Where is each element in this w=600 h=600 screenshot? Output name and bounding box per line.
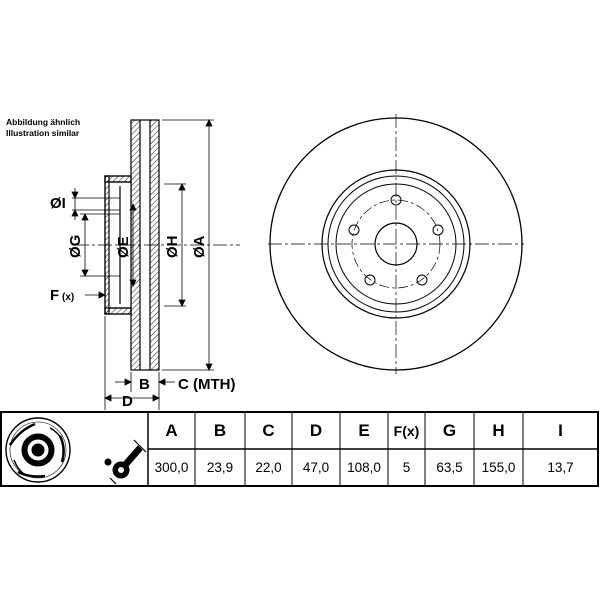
illustration-note-en: Illustration similar [6,128,80,138]
disc-thumbnail-icon [5,417,71,483]
label-dia-e: ØE [115,236,132,258]
table-value-5: 5 [402,460,411,475]
label-f: F [50,287,59,304]
table-value-0: 300,0 [154,460,189,475]
disc-front-view [268,114,524,374]
illustration-note-de: Abbildung ähnlich [6,117,81,127]
table-header-1: B [213,420,227,440]
bolt-hole [364,274,376,286]
disc-section-view [72,119,240,371]
table-header-3: D [309,420,323,440]
side-view-labels: ØI ØG ØE ØH ØA F (x) B C (MTH) D [50,195,235,410]
bolt-hole [416,274,428,286]
table-value-8: 13,7 [547,460,574,475]
table-value-7: 155,0 [481,460,516,475]
label-dia-i: ØI [50,195,66,212]
bolt-hole [432,224,444,236]
dimension-lines [71,119,214,410]
table-header-5: F(x) [393,422,420,439]
table-value-1: 23,9 [206,460,234,475]
table-header-0: A [165,420,178,440]
table-header-2: C [262,420,275,440]
table-value-4: 108,0 [347,460,381,475]
label-d: D [122,393,133,410]
label-c: C (MTH) [178,376,235,393]
table-value-2: 22,0 [255,460,282,475]
label-dia-h: ØH [164,236,181,259]
bolt-hole [348,224,360,236]
measure-tool-icon [104,439,147,485]
table-header-7: H [492,420,505,440]
table-header-6: G [442,420,457,440]
label-dia-a: ØA [191,235,208,258]
label-dia-g: ØG [67,235,84,258]
table-value-3: 47,0 [302,460,330,475]
label-b: B [139,376,150,393]
table-header-4: E [358,420,370,440]
label-f-sub: (x) [62,292,74,303]
spec-table-grid [0,411,599,487]
table-header-8: I [558,420,563,440]
table-value-6: 63,5 [436,460,463,475]
